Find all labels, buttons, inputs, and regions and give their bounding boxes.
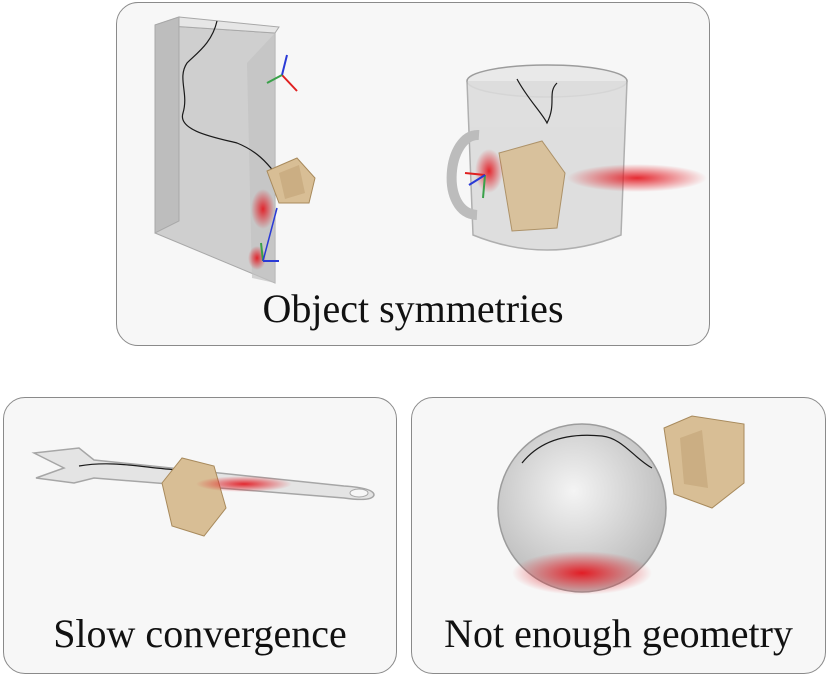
particle-cloud — [475, 149, 503, 193]
particle-cloud — [512, 551, 652, 595]
particle-cloud — [567, 164, 707, 192]
panel-not-enough-geometry: Not enough geometry — [411, 397, 826, 674]
symmetries-scene — [154, 16, 707, 284]
gripper-icon — [498, 140, 566, 232]
panel-object-symmetries: Object symmetries — [116, 2, 710, 346]
particle-cloud — [196, 476, 292, 492]
particle-cloud — [251, 189, 275, 229]
wrench-trajectory — [78, 463, 180, 471]
pose-axes-icon — [266, 54, 298, 92]
box-trajectory — [182, 20, 276, 174]
mug-trajectory — [516, 78, 558, 125]
caption-object-symmetries: Object symmetries — [262, 286, 564, 331]
pose-axes-icon — [464, 172, 486, 199]
pose-axes-icon — [260, 207, 279, 262]
panel-slow-convergence: Slow convergence — [3, 397, 397, 674]
caption-not-enough-geometry: Not enough geometry — [444, 611, 793, 656]
caption-slow-convergence: Slow convergence — [53, 611, 347, 656]
convergence-scene — [31, 447, 375, 537]
sphere-trajectory — [521, 434, 653, 469]
gripper-icon — [663, 415, 745, 509]
geometry-scene — [497, 415, 745, 595]
gripper-icon — [161, 457, 227, 537]
gripper-icon — [266, 157, 316, 204]
